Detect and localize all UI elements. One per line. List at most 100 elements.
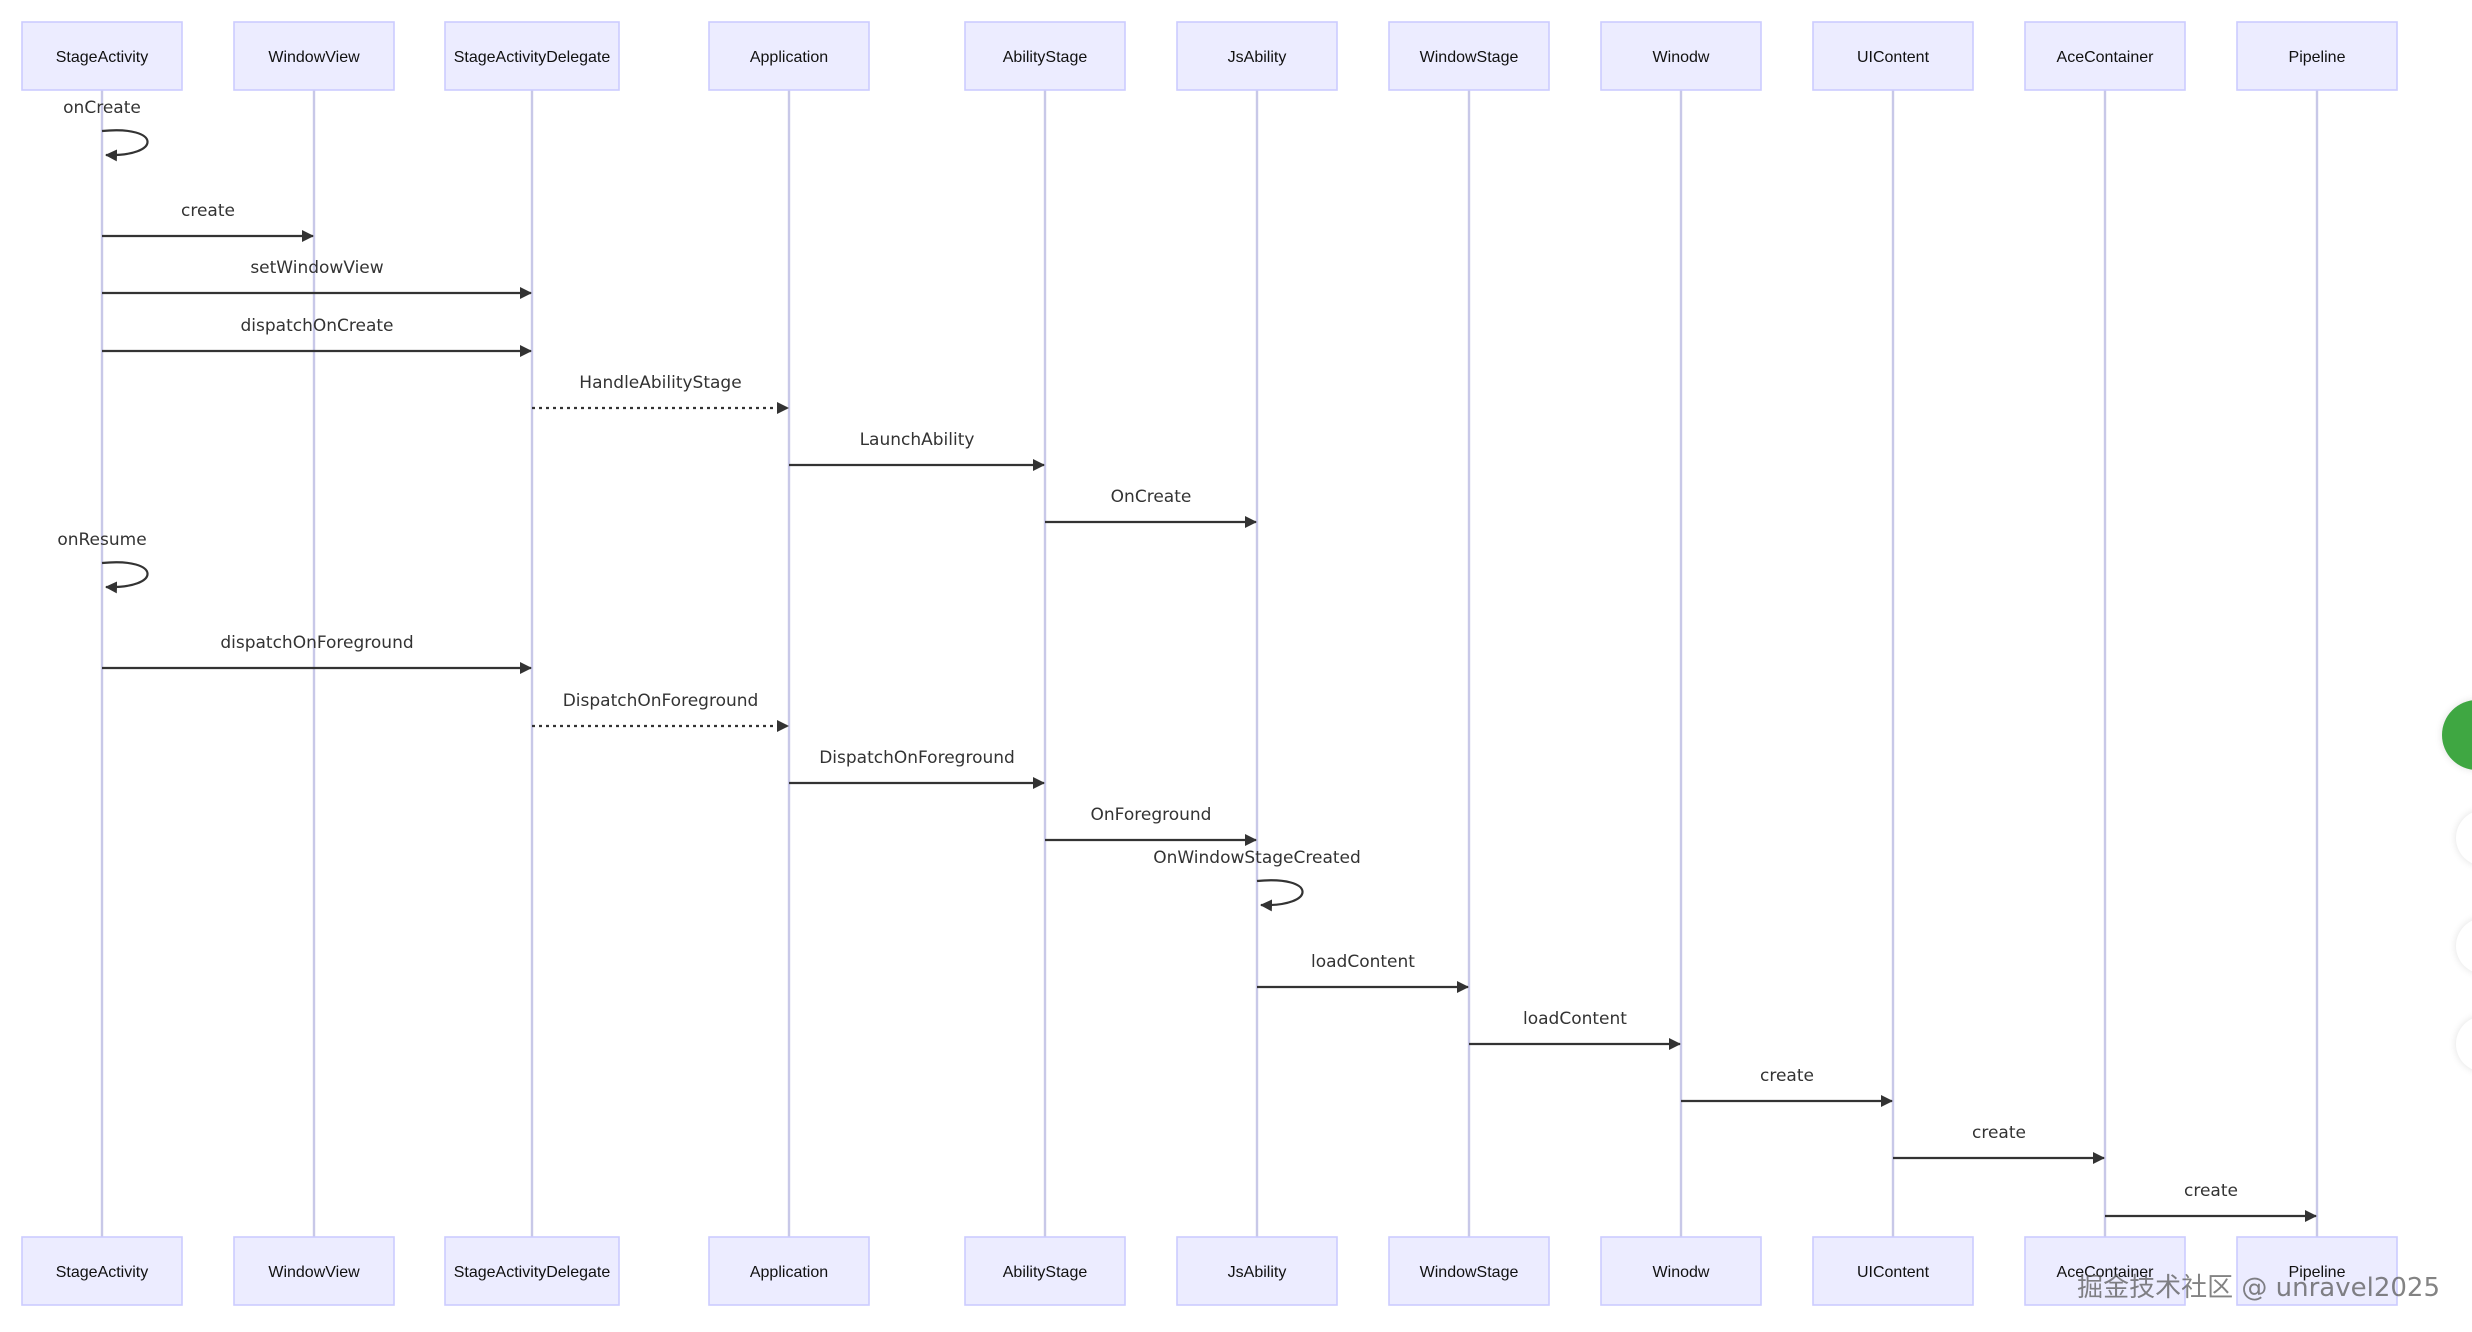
actor-ace-container-bottom: AceContainer [2024,1236,2186,1306]
actor-label: JsAbility [1228,49,1287,66]
floating-side-button-3[interactable] [2456,1016,2472,1072]
message-dispatch-on-foreground: DispatchOnForeground [789,748,1045,789]
lifelines [100,90,2319,1237]
actor-uicontent-top: UIContent [1812,21,1974,91]
message-label: dispatchOnCreate [240,316,393,336]
message-launch-ability: LaunchAbility [789,430,1045,471]
actor-ability-stage-top: AbilityStage [964,21,1126,91]
message-label: loadContent [1523,1009,1627,1029]
floating-side-button-2[interactable] [2456,918,2472,974]
self-message-arrow [101,561,149,594]
actor-box [1812,1236,1974,1306]
actor-label: AceContainer [2057,49,2155,66]
message-label: create [181,201,235,221]
actor-label: AbilityStage [1003,49,1088,66]
message-label: loadContent [1311,952,1415,972]
actor-box [2236,21,2398,91]
actor-box [233,1236,395,1306]
actor-box [1176,21,1338,91]
actor-label: StageActivity [56,1264,148,1281]
message-on-create: OnCreate [1045,487,1257,528]
actor-label: StageActivityDelegate [454,49,611,66]
message-create: create [2105,1181,2317,1222]
actor-box [2236,1236,2398,1306]
actor-label: UIContent [1857,1264,1930,1281]
actor-application-top: Application [708,21,870,91]
message-on-create: onCreate [63,98,149,162]
actor-label: AbilityStage [1003,1264,1088,1281]
message-on-resume: onResume [57,530,149,594]
actor-js-ability-top: JsAbility [1176,21,1338,91]
actor-stage-activity-top: StageActivity [21,21,183,91]
message-label: create [1972,1123,2026,1143]
actor-label: Winodw [1653,49,1710,66]
actor-label: StageActivity [56,49,148,66]
actor-label: WindowView [268,49,360,66]
actor-box [21,21,183,91]
actor-label: StageActivityDelegate [454,1264,611,1281]
message-label: OnWindowStageCreated [1153,848,1361,868]
message-handle-ability-stage: HandleAbilityStage [532,373,789,414]
message-label: DispatchOnForeground [563,691,759,711]
message-label: setWindowView [250,258,383,278]
message-label: create [1760,1066,1814,1086]
actor-application-bottom: Application [708,1236,870,1306]
message-label: onResume [57,530,146,550]
message-label: DispatchOnForeground [819,748,1015,768]
actor-ace-container-top: AceContainer [2024,21,2186,91]
actor-label: Winodw [1653,1264,1710,1281]
actor-pipeline-top: Pipeline [2236,21,2398,91]
message-dispatch-on-create: dispatchOnCreate [102,316,532,357]
actor-box [1812,21,1974,91]
message-set-window-view: setWindowView [102,258,532,299]
message-create: create [1893,1123,2105,1164]
actor-label: Application [750,49,828,66]
message-dispatch-on-foreground: DispatchOnForeground [532,691,789,732]
messages: onCreate create setWindowView dispatchOnCre… [57,98,2317,1222]
actor-label: WindowStage [1420,49,1519,66]
actor-box [444,1236,620,1306]
actor-winodw-top: Winodw [1600,21,1762,91]
actor-box [1388,21,1550,91]
actor-box [1388,1236,1550,1306]
actor-box [1176,1236,1338,1306]
message-label: onCreate [63,98,141,118]
message-label: LaunchAbility [860,430,975,450]
actor-box [708,21,870,91]
actor-box [708,1236,870,1306]
self-message-arrow [101,129,149,162]
actors-top: StageActivity WindowView StageActivityDele… [21,21,2398,91]
actor-box [2024,21,2186,91]
message-label: OnForeground [1091,805,1212,825]
message-load-content: loadContent [1469,1009,1681,1050]
self-message-arrow [1256,879,1304,912]
actor-window-stage-top: WindowStage [1388,21,1550,91]
actor-label: AceContainer [2057,1264,2155,1281]
actor-box [964,1236,1126,1306]
actor-label: UIContent [1857,49,1930,66]
actor-box [233,21,395,91]
watermark-text: 掘金技术社区 @ unravel2025 [2077,1273,2440,1303]
actor-label: WindowStage [1420,1264,1519,1281]
message-label: create [2184,1181,2238,1201]
actor-uicontent-bottom: UIContent [1812,1236,1974,1306]
actor-box [21,1236,183,1306]
actor-stage-activity-delegate-bottom: StageActivityDelegate [444,1236,620,1306]
message-label: OnCreate [1111,487,1192,507]
actor-box [444,21,620,91]
actor-ability-stage-bottom: AbilityStage [964,1236,1126,1306]
message-dispatch-on-foreground: dispatchOnForeground [102,633,532,674]
actor-js-ability-bottom: JsAbility [1176,1236,1338,1306]
message-create: create [1681,1066,1893,1107]
actor-pipeline-bottom: Pipeline [2236,1236,2398,1306]
actor-label: Pipeline [2289,49,2346,66]
actor-box [964,21,1126,91]
message-label: HandleAbilityStage [579,373,741,393]
floating-side-button-1[interactable] [2456,810,2472,866]
actor-label: Application [750,1264,828,1281]
message-on-foreground: OnForeground [1045,805,1257,846]
actor-window-stage-bottom: WindowStage [1388,1236,1550,1306]
